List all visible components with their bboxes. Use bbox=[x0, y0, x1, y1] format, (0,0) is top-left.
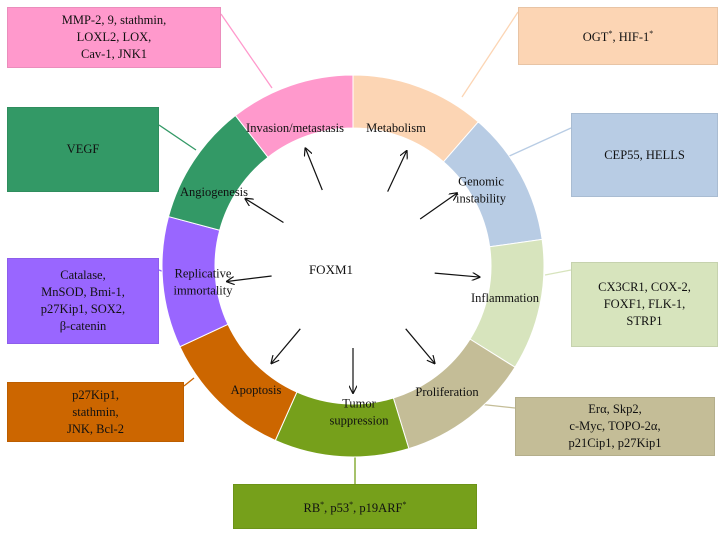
gene-box-genomic-instability: CEP55, HELLS bbox=[571, 113, 718, 197]
segment-label-inflammation: Inflammation bbox=[471, 291, 540, 305]
gene-box-line: CEP55, HELLS bbox=[604, 147, 685, 162]
segment-label-angiogenesis: Angiogenesis bbox=[180, 185, 248, 199]
gene-box-invasion-metastasis: MMP-2, 9, stathmin, LOXL2, LOX, Cav-1, JNK… bbox=[7, 7, 221, 68]
gene-box-line: JNK, Bcl-2 bbox=[67, 421, 124, 436]
arrow-apoptosis bbox=[271, 328, 301, 363]
gene-box-tumor-suppression: RB*, p53*, p19ARF* bbox=[233, 484, 477, 529]
ring-segment-invasion-metastasis bbox=[234, 74, 354, 158]
gene-box-line: STRP1 bbox=[626, 314, 663, 328]
gene-box-inflammation: CX3CR1, COX-2, FOXF1, FLK-1, STRP1 bbox=[571, 262, 718, 347]
segment-label-metabolism: Metabolism bbox=[366, 121, 426, 135]
arrow-invasion-metastasis bbox=[305, 148, 323, 191]
gene-box-line: CX3CR1, COX-2, bbox=[598, 280, 691, 294]
gene-box-line: c-Myc, TOPO-2α, bbox=[569, 419, 661, 433]
connector-lines bbox=[158, 11, 572, 484]
gene-box-line: p21Cip1, p27Kip1 bbox=[568, 436, 662, 450]
gene-box-apoptosis: p27Kip1, stathmin, JNK, Bcl-2 bbox=[7, 382, 184, 442]
arrow-replicative-immortality bbox=[227, 275, 272, 281]
center-label: FOXM1 bbox=[309, 262, 353, 277]
gene-box-metabolism: OGT*, HIF-1* bbox=[518, 7, 718, 65]
gene-box-replicative-immortality: Catalase, MnSOD, Bmi-1, p27Kip1, SOX2, β-ca… bbox=[7, 258, 159, 344]
segment-label-proliferation: Proliferation bbox=[415, 385, 479, 399]
gene-box-line: LOXL2, LOX, bbox=[76, 30, 152, 44]
arrow-angiogenesis bbox=[245, 199, 284, 224]
arrow-metabolism bbox=[387, 151, 407, 192]
gene-box-line: Catalase, bbox=[60, 268, 106, 282]
connector-apoptosis bbox=[183, 377, 195, 387]
gene-box-line: RB*, p53*, p19ARF* bbox=[303, 499, 407, 516]
gene-box-line: p27Kip1, SOX2, bbox=[40, 302, 126, 316]
gene-box-line: MMP-2, 9, stathmin, bbox=[61, 13, 167, 27]
gene-box-line: VEGF bbox=[66, 142, 100, 156]
segment-label-apoptosis: Apoptosis bbox=[231, 383, 282, 397]
foxm1-ring bbox=[161, 74, 545, 458]
gene-box-line: stathmin, bbox=[72, 404, 119, 419]
arrow-proliferation bbox=[405, 328, 435, 363]
gene-box-line: Cav-1, JNK1 bbox=[81, 47, 147, 61]
connector-invasion-metastasis bbox=[220, 13, 273, 89]
ring-segment-replicative-immortality bbox=[161, 215, 229, 348]
connector-genomic-instability bbox=[504, 127, 572, 159]
gene-box-line: MnSOD, Bmi-1, bbox=[41, 285, 125, 299]
gene-box-proliferation: Erα, Skp2, c-Myc, TOPO-2α, p21Cip1, p27Kip… bbox=[515, 397, 715, 456]
connector-inflammation bbox=[544, 269, 572, 276]
gene-box-line: FOXF1, FLK-1, bbox=[603, 297, 686, 311]
gene-box-line: p27Kip1, bbox=[72, 387, 119, 402]
segment-label-invasion-metastasis: Invasion/metastasis bbox=[246, 121, 344, 135]
gene-box-angiogenesis: VEGF bbox=[7, 107, 159, 192]
gene-box-line: OGT*, HIF-1* bbox=[582, 29, 654, 45]
connector-metabolism bbox=[461, 11, 519, 98]
gene-box-line: β-catenin bbox=[59, 319, 107, 333]
connector-angiogenesis bbox=[158, 124, 197, 151]
arrow-genomic-instability bbox=[419, 193, 457, 220]
foxm1-arrows bbox=[227, 148, 480, 393]
gene-box-line: Erα, Skp2, bbox=[588, 402, 642, 416]
arrow-inflammation bbox=[434, 273, 480, 277]
